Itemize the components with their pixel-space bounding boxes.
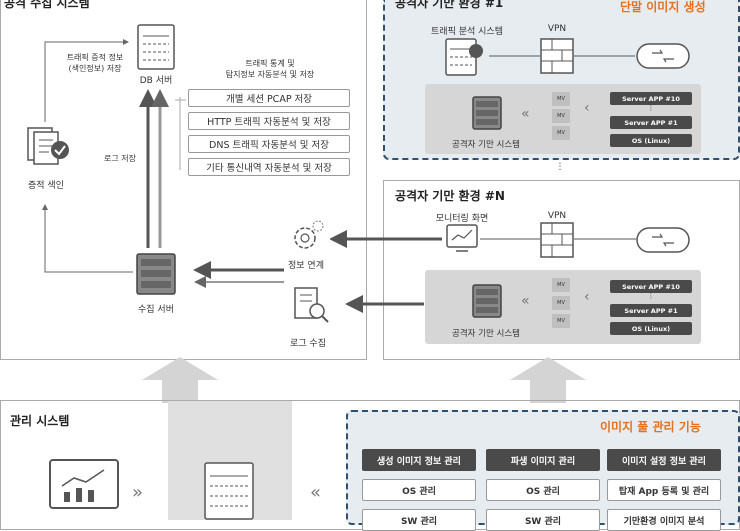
chevron-left-icon: ‹ <box>584 100 590 116</box>
analysis-item: 기타 통신내역 자동분석 및 저장 <box>188 158 350 176</box>
app-box: Server APP #1 <box>610 304 692 317</box>
image-creation-badge: 단말 이미지 생성 <box>620 0 706 14</box>
collection-server-icon <box>136 253 176 295</box>
mv-block: MV <box>552 109 570 123</box>
vpn-firewall-icon <box>540 222 574 258</box>
chevron-left-icon: « <box>521 106 530 122</box>
pool-function-button[interactable]: 기만환경 이미지 분석 <box>607 509 721 531</box>
evidence-store-label: 트래픽 증적 정보 (색인정보) 저장 <box>66 53 124 73</box>
pool-function-button[interactable]: 파생 이미지 관리 <box>486 449 600 471</box>
collection-connectors <box>42 39 284 288</box>
log-store-label: 로그 저장 <box>104 154 136 163</box>
analysis-item: 개별 세션 PCAP 저장 <box>188 89 350 107</box>
management-title: 관리 시스템 <box>10 414 70 428</box>
evidence-index-label: 증적 색인 <box>28 181 64 191</box>
chevron-left-icon: « <box>521 293 530 309</box>
monitoring-label: 모니터링 화면 <box>435 214 489 224</box>
traffic-analysis-icon <box>445 38 483 76</box>
chevron-right-icon: » <box>132 482 144 503</box>
collection-system-title: 공격 수집 시스템 <box>4 0 90 10</box>
more-dots: ⋮ <box>647 104 655 112</box>
db-server-label: DB 서버 <box>139 76 173 86</box>
app-box: Server APP #10 <box>610 280 692 293</box>
traffic-analysis-label: 트래픽 분석 시스템 <box>431 27 503 37</box>
pool-function-button[interactable]: 이미지 설정 정보 관리 <box>607 449 721 471</box>
analysis-item: DNS 트래픽 자동분석 및 저장 <box>188 135 350 153</box>
mv-block: MV <box>552 296 570 310</box>
info-link-label: 정보 연계 <box>288 261 324 271</box>
pool-function-button[interactable]: SW 관리 <box>486 509 600 531</box>
chevron-left-icon: ‹ <box>584 289 590 305</box>
collection-server-label: 수집 서버 <box>138 305 174 315</box>
mv-block: MV <box>552 92 570 106</box>
mv-block: MV <box>552 314 570 328</box>
pool-function-button[interactable]: SW 관리 <box>362 509 476 531</box>
traffic-stats-label: 트래픽 통계 및 탐지정보 자동분석 및 저장 <box>225 59 315 79</box>
app-box: Server APP #10 <box>610 92 692 105</box>
vpn-label: VPN <box>547 211 567 221</box>
pool-function-button[interactable]: OS 관리 <box>362 479 476 501</box>
image-pool-title: 이미지 풀 관리 기능 <box>600 420 701 434</box>
pool-function-button[interactable]: 생성 이미지 정보 관리 <box>362 449 476 471</box>
gear-icon <box>294 220 324 249</box>
mv-block: MV <box>552 278 570 292</box>
analysis-item: HTTP 트래픽 자동분석 및 저장 <box>188 112 350 130</box>
monitor-dashboard-icon <box>49 459 119 509</box>
mv-block: MV <box>552 126 570 140</box>
deception-server-icon <box>472 284 502 318</box>
vpn-firewall-icon <box>540 38 574 74</box>
chevron-left-icon: « <box>310 482 322 503</box>
vpn-label: VPN <box>547 24 567 34</box>
router-icon <box>636 227 690 253</box>
pool-function-button[interactable]: 탑재 App 등록 및 관리 <box>607 479 721 501</box>
big-up-arrows <box>142 357 586 403</box>
router-icon <box>636 43 690 69</box>
more-dots: ⋮ <box>647 292 655 300</box>
pool-function-button[interactable]: OS 관리 <box>486 479 600 501</box>
env1-system-label: 공격자 기만 시스템 <box>452 140 520 150</box>
env1-title: 공격자 기만 환경 #1 <box>395 0 504 10</box>
management-server-icon <box>204 462 254 520</box>
deception-server-icon <box>472 96 502 130</box>
app-box: OS (Linux) <box>610 322 692 335</box>
monitoring-screen-icon <box>446 224 478 252</box>
log-search-icon <box>294 287 329 323</box>
vertical-ellipsis: ⋮ <box>555 162 565 172</box>
evidence-document-icon <box>27 127 69 165</box>
app-box: Server APP #1 <box>610 116 692 129</box>
app-box: OS (Linux) <box>610 134 692 147</box>
envn-title: 공격자 기만 환경 #N <box>395 189 505 203</box>
log-collect-label: 로그 수집 <box>290 339 326 349</box>
db-server-icon <box>137 24 175 70</box>
env1-connectors <box>489 55 635 57</box>
envn-connectors <box>330 230 636 313</box>
envn-system-label: 공격자 기만 시스템 <box>452 329 520 339</box>
